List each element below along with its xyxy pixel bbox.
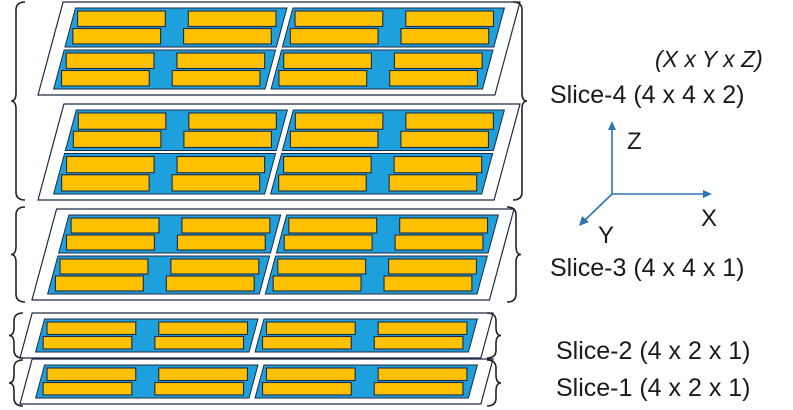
slice-3-label: Slice-3 (4 x 4 x 1) xyxy=(550,254,745,282)
chip xyxy=(389,69,478,87)
chip xyxy=(154,381,245,396)
chip xyxy=(187,10,277,28)
chip xyxy=(183,27,272,45)
slice-1-left-brace xyxy=(8,359,24,407)
chip xyxy=(61,174,150,192)
chip xyxy=(288,217,378,234)
chip xyxy=(283,155,372,174)
chip xyxy=(405,112,494,130)
axes-indicator xyxy=(579,121,712,226)
chip xyxy=(158,367,249,382)
slice-1-right-brace xyxy=(486,359,502,407)
chip xyxy=(278,174,367,192)
chip xyxy=(399,217,489,234)
slice-2-label: Slice-2 (4 x 2 x 1) xyxy=(556,337,751,365)
chip xyxy=(176,52,266,70)
chip-layers xyxy=(19,1,521,405)
slice-4-right-brace xyxy=(512,1,528,201)
chip xyxy=(272,275,362,292)
chip xyxy=(65,52,155,70)
chip xyxy=(377,321,468,336)
z-arrowhead-icon xyxy=(608,121,616,130)
slice-4-label: Slice-4 (4 x 4 x 2) xyxy=(550,81,745,109)
chip xyxy=(46,367,137,382)
chip xyxy=(158,321,249,336)
chip xyxy=(42,381,133,396)
slice-2-left-brace xyxy=(8,312,24,359)
chip xyxy=(400,27,490,45)
slice-braces xyxy=(8,1,528,407)
chip xyxy=(72,130,162,149)
chip xyxy=(388,174,478,192)
chip xyxy=(289,130,379,149)
chip xyxy=(176,155,266,174)
chip xyxy=(60,69,150,87)
z-axis-label: Z xyxy=(627,128,642,155)
chip xyxy=(188,112,277,130)
y-axis-label: Y xyxy=(598,222,615,249)
chip xyxy=(393,52,483,70)
chip xyxy=(54,275,144,292)
y-axis-arrow xyxy=(582,193,613,223)
chip xyxy=(265,367,356,382)
chip xyxy=(373,335,464,350)
chip xyxy=(261,335,352,350)
chip xyxy=(183,130,272,149)
chip xyxy=(405,10,495,28)
chip xyxy=(388,258,478,275)
chip xyxy=(171,174,261,192)
chip xyxy=(277,258,367,275)
chip xyxy=(170,258,260,275)
chip xyxy=(165,275,255,292)
chip xyxy=(400,130,489,149)
chip xyxy=(77,112,167,130)
chip xyxy=(294,112,384,130)
chip xyxy=(72,27,162,45)
chip xyxy=(289,27,379,45)
chip xyxy=(65,234,155,251)
chip xyxy=(77,10,166,28)
chip xyxy=(278,69,368,87)
chip xyxy=(393,155,483,174)
slice-1-label: Slice-1 (4 x 2 x 1) xyxy=(556,374,751,402)
chip xyxy=(66,155,155,174)
chip xyxy=(261,381,352,396)
chip xyxy=(176,234,266,251)
chip xyxy=(59,258,149,275)
slice-3-right-brace xyxy=(506,206,522,303)
chip xyxy=(154,335,245,350)
x-arrowhead-icon xyxy=(703,190,712,198)
chip xyxy=(294,10,384,28)
slice-4-left-brace xyxy=(10,1,26,201)
chip xyxy=(394,234,484,251)
y-arrowhead-icon xyxy=(579,216,589,226)
chip xyxy=(265,321,356,336)
chip xyxy=(46,321,137,336)
chip xyxy=(181,217,271,234)
chip xyxy=(377,367,468,382)
slice-3-left-brace xyxy=(10,206,26,303)
chip xyxy=(283,234,373,251)
chip xyxy=(171,69,261,87)
slice-2-right-brace xyxy=(486,312,502,359)
chip xyxy=(383,275,473,292)
chip xyxy=(42,335,133,350)
dims-legend: (X x Y x Z) xyxy=(655,46,763,72)
x-axis-label: X xyxy=(701,205,718,232)
chip xyxy=(283,52,372,70)
chip xyxy=(373,381,464,396)
chip xyxy=(70,217,160,234)
